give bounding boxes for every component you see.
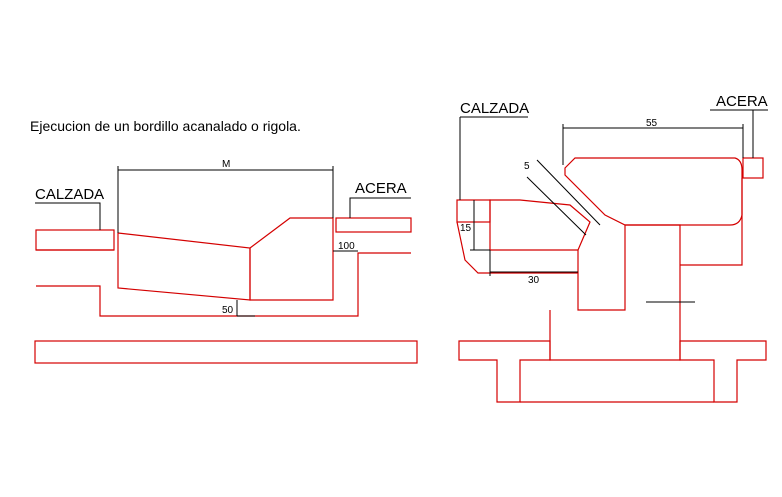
left-acera-label: ACERA <box>355 180 407 197</box>
left-acera-leader <box>349 197 411 218</box>
right-rigola-piece <box>489 199 591 251</box>
right-acera-square <box>742 157 764 179</box>
dim-30-label: 30 <box>528 275 540 286</box>
right-acera-label: ACERA <box>716 93 768 110</box>
right-detail: 55 5 15 30 CALZADA ACERA <box>456 93 768 403</box>
dim-100-label: 100 <box>338 241 355 252</box>
left-foundation-outline <box>36 252 411 317</box>
dim-ext-5 <box>526 176 587 236</box>
right-calzada-edge <box>456 221 578 274</box>
dim-15-label: 15 <box>460 223 472 234</box>
dim-line-5 <box>536 159 601 226</box>
left-base-slab <box>34 340 418 364</box>
bordillo-piece <box>249 217 334 301</box>
base-frame-left <box>458 340 551 403</box>
drawing-title: Ejecucion de un bordillo acanalado o rig… <box>30 118 301 134</box>
base-frame-right <box>679 340 767 403</box>
right-bordillo-piece <box>564 157 743 226</box>
left-calzada-strip <box>35 229 115 251</box>
rigola-piece <box>117 232 251 301</box>
left-calzada-label: CALZADA <box>35 186 104 203</box>
left-acera-slab <box>335 217 412 233</box>
central-column <box>549 224 681 361</box>
right-acera-edge <box>680 178 743 266</box>
dim-55-label: 55 <box>646 118 658 129</box>
dim-50-label: 50 <box>222 305 234 316</box>
left-calzada-leader <box>35 202 101 230</box>
channel-slot <box>577 225 626 311</box>
left-detail: M 100 50 CALZADA ACERA <box>34 159 418 364</box>
right-calzada-label: CALZADA <box>460 100 529 117</box>
dim-m-label: M <box>222 159 230 170</box>
dim-5-label: 5 <box>524 161 530 172</box>
